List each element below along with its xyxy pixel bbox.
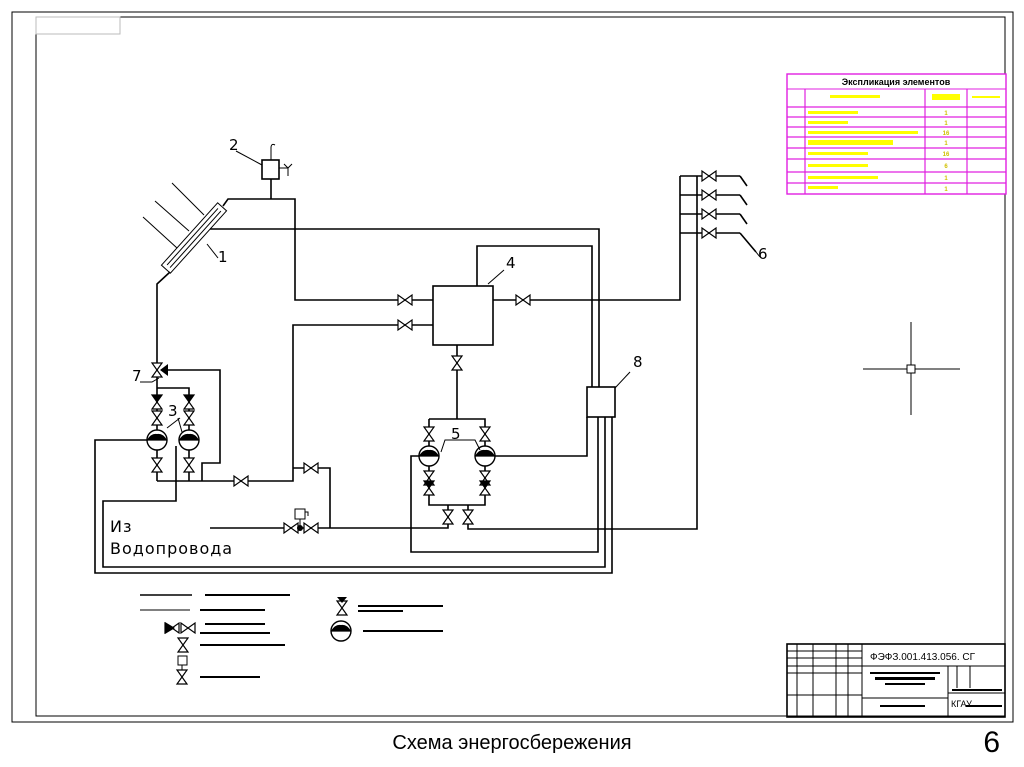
controller-unit [586,386,616,418]
spec-table-title: Экспликация элементов [842,77,951,87]
spec-table: Экспликация элементов 1 1 16 1 16 6 1 1 [786,73,1007,195]
valve-icon [701,170,717,182]
organization-code: КГАУ [951,699,972,709]
qty-6: 6 [944,164,948,170]
valve-icon [701,189,717,201]
valve-icon [397,319,413,331]
qty-1: 1 [944,111,948,117]
label-1: 1 [218,248,228,266]
circulation-pump-icon [418,445,440,467]
crosshair-cursor-icon [863,322,960,415]
qty-8: 1 [944,187,948,193]
legend-solenoid-icon [177,655,188,666]
circulation-pump-icon [146,429,168,451]
valve-icon [151,457,163,473]
qty-2: 1 [944,121,948,127]
label-8: 8 [633,353,643,371]
check-valve-icon [183,394,195,410]
legend-pump-icon [330,620,352,642]
qty-7: 1 [944,176,948,182]
valve-icon [442,509,454,525]
qty-3: 16 [943,131,950,137]
page-number: 6 [983,726,1000,759]
circulation-pump-icon [178,429,200,451]
label-6: 6 [758,245,768,263]
valve-icon [515,294,531,306]
sun-ray-arrows-icon [142,182,205,249]
label-3: 3 [168,402,178,420]
valve-icon [397,294,413,306]
valve-icon [303,462,319,474]
valve-icon [303,522,319,534]
check-valve-icon [423,480,435,496]
check-valve-icon [479,480,491,496]
label-4: 4 [506,254,516,272]
drawing-frame [35,16,1006,717]
legend-valve-icon [177,637,189,653]
circulation-pump-icon [474,445,496,467]
valve-icon [479,426,491,442]
leader-lines [140,150,761,453]
valves [151,170,717,534]
valve-icon [283,522,299,534]
qty-5: 16 [943,152,950,158]
outer-frame [11,11,1014,723]
title-block-small-text [870,672,1002,707]
valve-icon [423,426,435,442]
valve-icon [233,475,249,487]
valve-icon [151,410,163,426]
inlet-label-line1: Из [110,517,132,536]
valve-actuator-icon [160,364,168,376]
valve-icon [462,509,474,525]
title-block [786,643,1006,718]
inlet-label-line2: Водопровода [110,539,233,558]
solenoid-valve-icon [294,508,306,520]
label-2: 2 [229,136,239,154]
label-5: 5 [451,425,461,443]
drawing-code: ФЭФЗ.001.413.056. СГ [870,652,976,663]
valve-icon [183,457,195,473]
solar-collector [160,202,228,274]
valve-icon [183,410,195,426]
valve-icon [451,355,463,371]
air-separator [261,143,293,180]
corner-stamp [35,16,121,35]
storage-tank [432,285,494,346]
legend [140,594,443,685]
valve-icon [701,208,717,220]
label-7: 7 [132,367,142,385]
qty-4: 1 [944,141,948,147]
slide-caption: Схема энергосбережения [392,732,632,754]
check-valve-icon [151,394,163,410]
valve-icon [701,227,717,239]
